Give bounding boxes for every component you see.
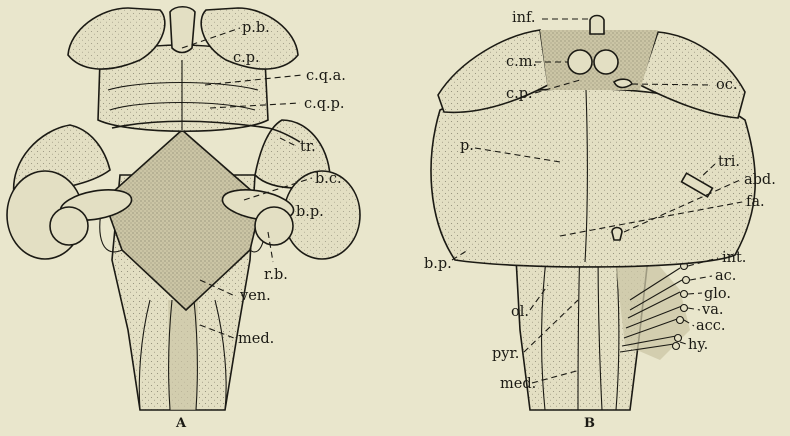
label-a-bc: b.c.: [315, 171, 342, 187]
caption-a: A: [175, 416, 187, 431]
label-a-bp: b.p.: [296, 204, 324, 220]
label-b-oc: oc.: [716, 77, 737, 93]
label-b-hy: hy.: [688, 337, 708, 353]
label-a-ven: ven.: [239, 288, 271, 304]
label-b-inf: inf.: [512, 10, 535, 26]
label-b-acc: acc.: [696, 318, 726, 334]
label-a-pb: p.b.: [242, 20, 270, 36]
label-b-p: p.: [460, 138, 474, 154]
b-mamillary-left: [568, 50, 592, 74]
b-mamillary-right: [594, 50, 618, 74]
label-b-va: va.: [701, 302, 723, 318]
a-rb-right: [255, 207, 293, 245]
label-b-tri: tri.: [718, 154, 740, 170]
label-b-glo: glo.: [704, 286, 731, 302]
label-b-med: med.: [500, 376, 536, 392]
a-pineal-body: [170, 7, 195, 53]
label-b-int: int.: [722, 250, 746, 266]
label-a-med: med.: [238, 331, 274, 347]
label-a-tr: tr.: [300, 139, 316, 155]
b-oculomotor-nerve: [614, 79, 632, 87]
label-b-cp: c.p.: [506, 86, 533, 102]
caption-b: B: [584, 416, 595, 431]
b-abducens-nerve: [612, 228, 622, 241]
label-b-cm: c.m.: [506, 54, 537, 70]
label-a-cp: c.p.: [233, 50, 260, 66]
label-a-cqa: c.q.a.: [306, 68, 346, 84]
b-infundibulum: [590, 16, 604, 35]
label-b-bp: b.p.: [424, 256, 452, 272]
label-a-cqp: c.q.p.: [304, 96, 345, 112]
label-b-pyr: pyr.: [492, 346, 519, 362]
label-a-rb: r.b.: [264, 267, 288, 283]
a-rb-left: [50, 207, 88, 245]
label-b-ac: ac.: [715, 268, 736, 284]
label-b-fa: fa.: [746, 194, 765, 210]
label-b-abd: abd.: [744, 172, 776, 188]
label-b-ol: ol.: [511, 304, 529, 320]
